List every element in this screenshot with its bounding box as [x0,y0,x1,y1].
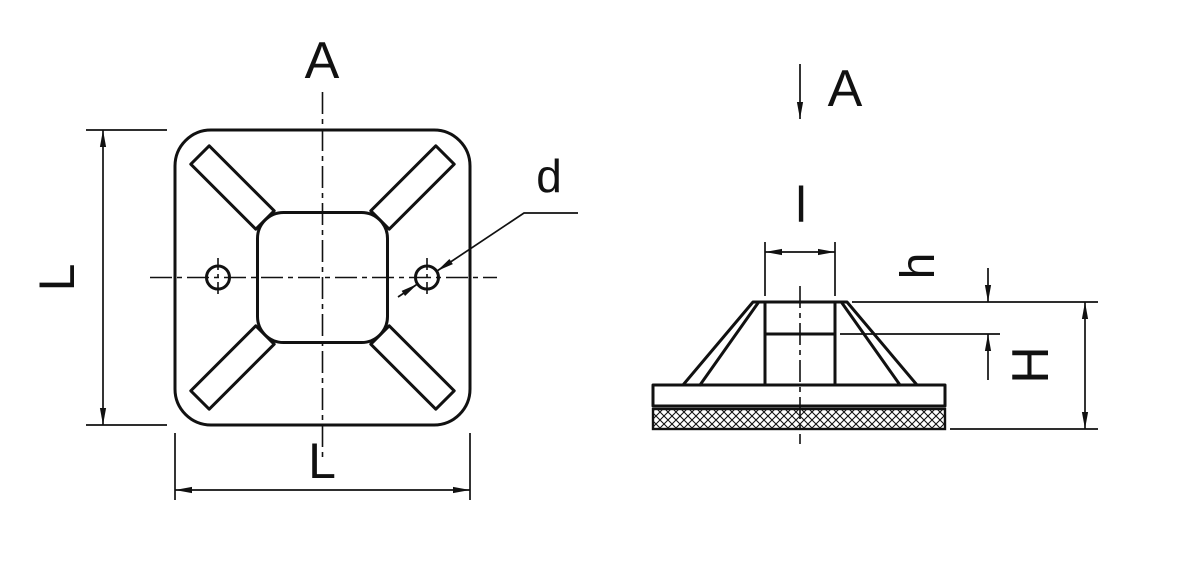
dim-width-L: L [174,433,471,500]
diagonal-slot-bottom-right [369,324,456,411]
top-view-plan: A L L d [29,32,578,500]
side-view-section: A l h [651,60,1098,444]
inner-wall-line-left [698,301,760,387]
leader-line [436,212,578,272]
hole-diameter-leader: d [397,150,578,298]
inner-wall-line-right [840,301,902,387]
view-direction-arrow: A [796,60,863,119]
dim-label-H: H [1002,346,1060,384]
leader-arrow-opposite [397,283,418,298]
diagonal-slot-bottom-left [189,324,276,411]
view-label: A [828,60,863,118]
adhesive-layer [651,407,947,431]
base-plate [651,383,947,408]
dim-height-L: L [29,129,167,426]
diagonal-slot-top-right [369,144,456,231]
diagonal-slot-top-left [189,144,276,231]
dim-lug-height-h: h [840,253,1098,380]
dim-slot-width-l: l [764,177,836,296]
dim-label-h: h [892,253,945,280]
dim-total-height-H: H [950,302,1098,430]
dim-label-l: l [795,177,806,233]
dim-label-L-horizontal: L [308,433,336,489]
dim-label-L-vertical: L [29,264,85,292]
dim-label-d: d [536,150,562,202]
section-label: A [305,32,340,90]
